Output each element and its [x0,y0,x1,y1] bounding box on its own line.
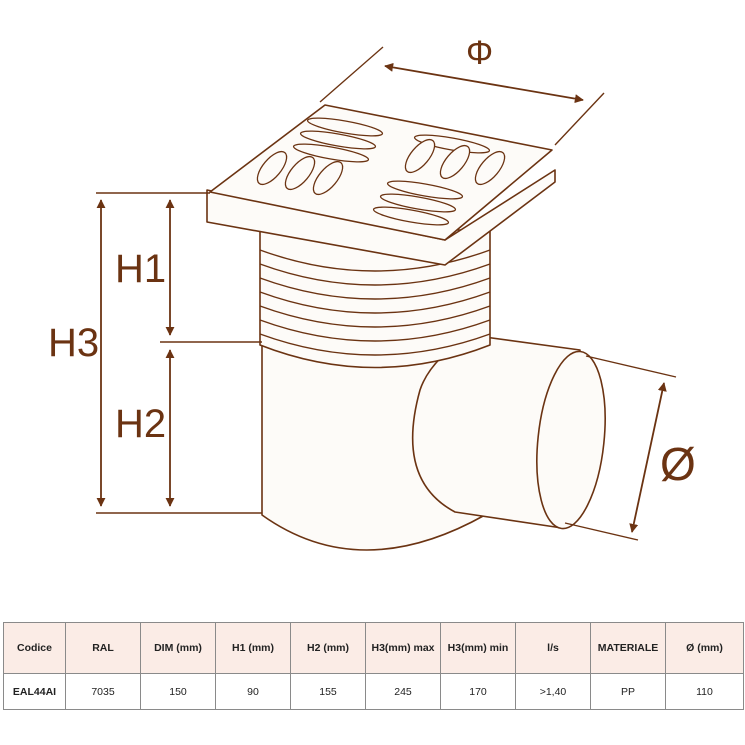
table-cell: 155 [290,673,366,710]
grate-top [209,104,553,241]
table-cell: 170 [440,673,516,710]
drain-diagram: H3 H1 H2 Φ Ø [48,34,696,551]
outlet-opening [536,350,606,530]
table-cell: 245 [365,673,441,710]
table-cell: 7035 [65,673,141,710]
spec-table: Codice RAL DIM (mm) H1 (mm) H2 (mm) H3(m… [3,622,744,710]
grate-slots [256,117,506,226]
h2-label: H2 [115,402,166,446]
table-cell: EAL44AI [3,673,66,710]
table-cell: >1,40 [515,673,591,710]
header-cell: Codice [3,622,66,674]
table-cell: 90 [215,673,291,710]
h1-label: H1 [115,247,166,291]
table-header-row: Codice RAL DIM (mm) H1 (mm) H2 (mm) H3(m… [3,622,744,674]
phi-label: Φ [466,34,493,72]
dimension-lines [96,46,677,541]
header-cell: H2 (mm) [290,622,366,674]
thread-rings [259,249,491,356]
h3-label: H3 [48,321,99,365]
table-row: EAL44AI 7035 150 90 155 245 170 >1,40 PP… [3,673,744,710]
table-cell: 110 [665,673,744,710]
table-cell: PP [590,673,666,710]
header-cell: H1 (mm) [215,622,291,674]
header-cell: H3(mm) max [365,622,441,674]
header-cell: Ø (mm) [665,622,744,674]
header-cell: DIM (mm) [140,622,216,674]
header-cell: l/s [515,622,591,674]
header-cell: RAL [65,622,141,674]
diameter-label: Ø [660,438,696,490]
header-cell: MATERIALE [590,622,666,674]
header-cell: H3(mm) min [440,622,516,674]
table-cell: 150 [140,673,216,710]
